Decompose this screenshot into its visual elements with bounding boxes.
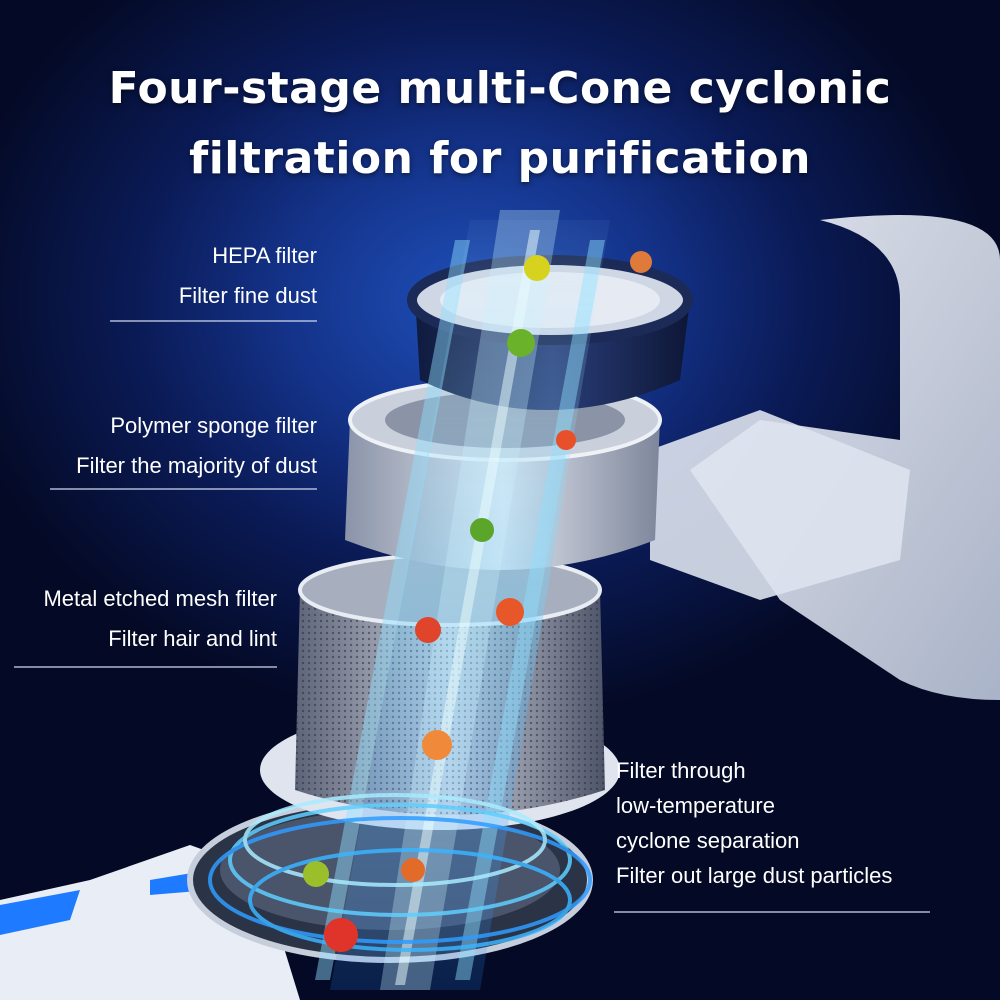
- stage-3-divider: [14, 666, 277, 668]
- page-title-line-2: filtration for purification: [189, 133, 811, 184]
- stage-2-description: Filter the majority of dust: [76, 453, 317, 478]
- stage-2-name: Polymer sponge filter: [110, 413, 317, 438]
- page-title-line-1: Four-stage multi-Cone cyclonic: [108, 63, 892, 114]
- stage-1-name: HEPA filter: [212, 243, 317, 268]
- stage-4-line-2: low-temperature: [616, 793, 775, 818]
- stage-4-line-1: Filter through: [616, 758, 746, 783]
- germ-icons: [303, 251, 652, 952]
- stage-3-name: Metal etched mesh filter: [43, 586, 277, 611]
- stage-4-divider: [614, 911, 930, 913]
- stage-4-line-3: cyclone separation: [616, 828, 800, 853]
- stage-1-divider: [110, 320, 317, 322]
- stage-1-description: Filter fine dust: [178, 283, 317, 308]
- stage-2-divider: [50, 488, 317, 490]
- stage-3-description: Filter hair and lint: [108, 626, 277, 651]
- stage-4-line-4: Filter out large dust particles: [616, 863, 893, 888]
